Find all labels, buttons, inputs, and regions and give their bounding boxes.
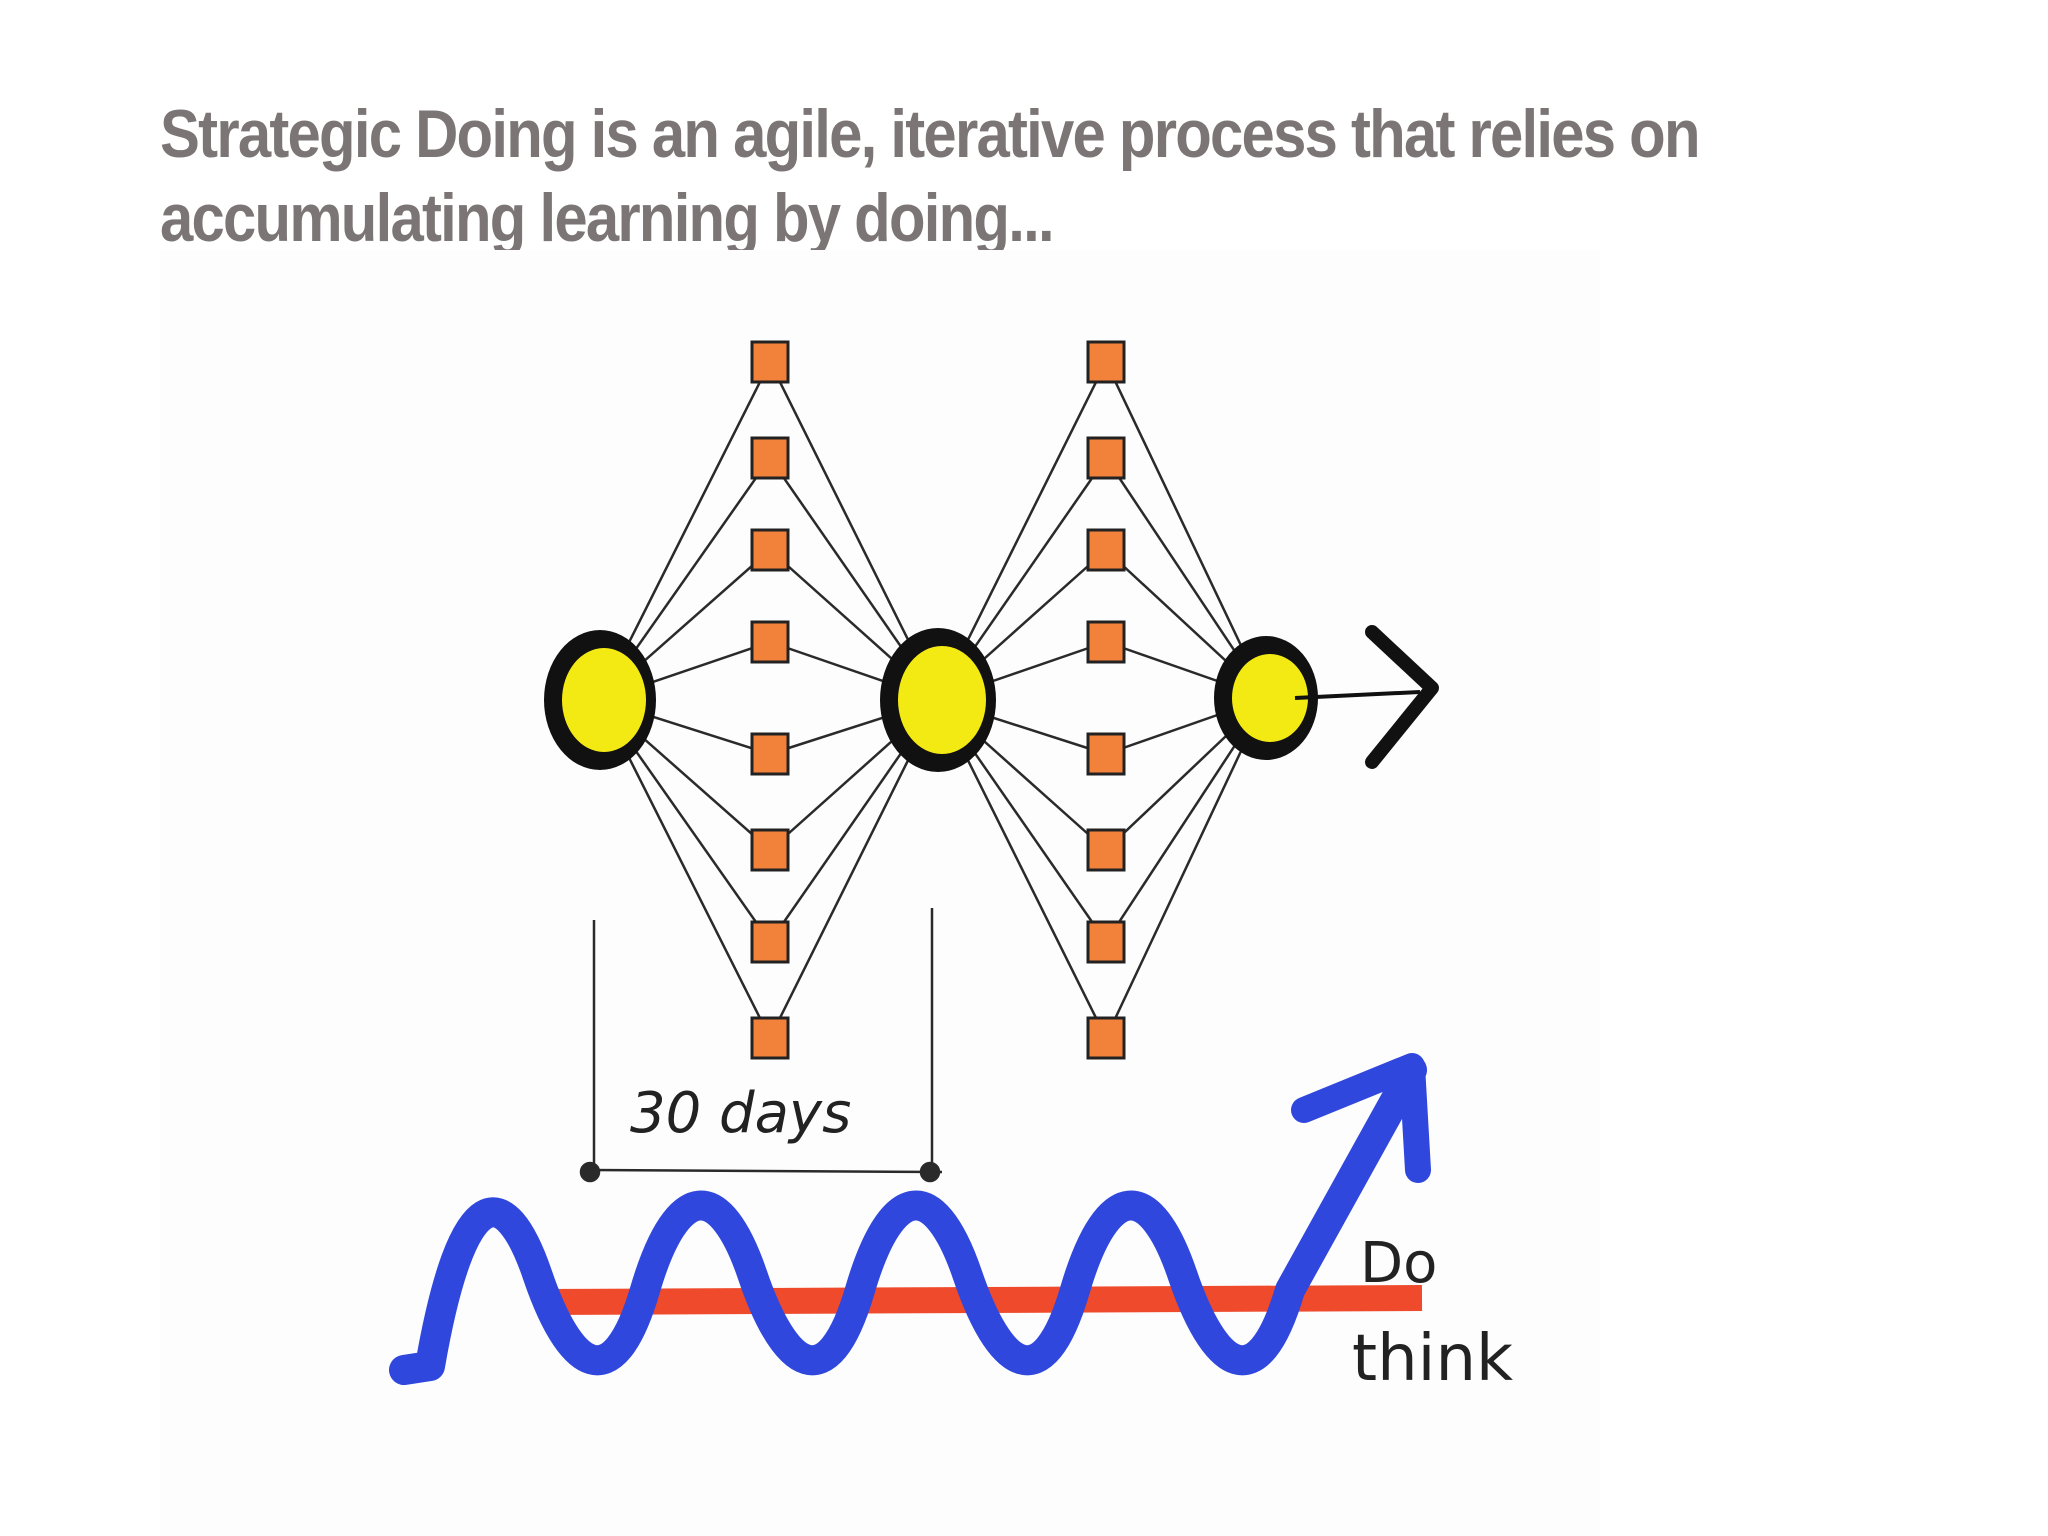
drawing-panel — [160, 250, 1600, 1536]
hub-circles — [544, 628, 1318, 772]
wave-arrow-head — [1291, 1053, 1431, 1183]
do-label: Do — [1360, 1231, 1437, 1296]
page-title: Strategic Doing is an agile, iterative p… — [160, 92, 1701, 260]
task-node — [750, 340, 790, 384]
task-node — [1086, 732, 1126, 776]
title-line-1: Strategic Doing is an agile, iterative p… — [160, 96, 1701, 172]
cycle-bracket — [579, 908, 943, 1183]
task-node — [750, 920, 790, 964]
hub-center — [1232, 654, 1308, 742]
task-node — [1086, 528, 1126, 572]
task-node — [1086, 436, 1126, 480]
connection-line — [1104, 697, 1268, 1039]
task-node — [750, 528, 790, 572]
task-node — [750, 436, 790, 480]
task-nodes — [750, 340, 1126, 1060]
task-node — [1086, 1016, 1126, 1060]
exit-arrow-shaft — [1294, 690, 1421, 700]
doing-wave — [389, 1055, 1427, 1385]
task-node — [1086, 828, 1126, 872]
task-node — [750, 620, 790, 664]
task-node — [750, 732, 790, 776]
hub-center — [898, 646, 986, 754]
task-node — [750, 828, 790, 872]
task-node — [1086, 920, 1126, 964]
cycle-label: 30 days — [630, 1081, 851, 1146]
hub-center — [562, 648, 646, 752]
task-node — [1086, 340, 1126, 384]
connection-line — [1104, 361, 1268, 699]
exit-arrow-head — [1365, 625, 1439, 769]
task-node — [1086, 620, 1126, 664]
title-line-2: accumulating learning by doing... — [160, 180, 1055, 256]
think-label: think — [1352, 1322, 1513, 1396]
task-node — [750, 1016, 790, 1060]
